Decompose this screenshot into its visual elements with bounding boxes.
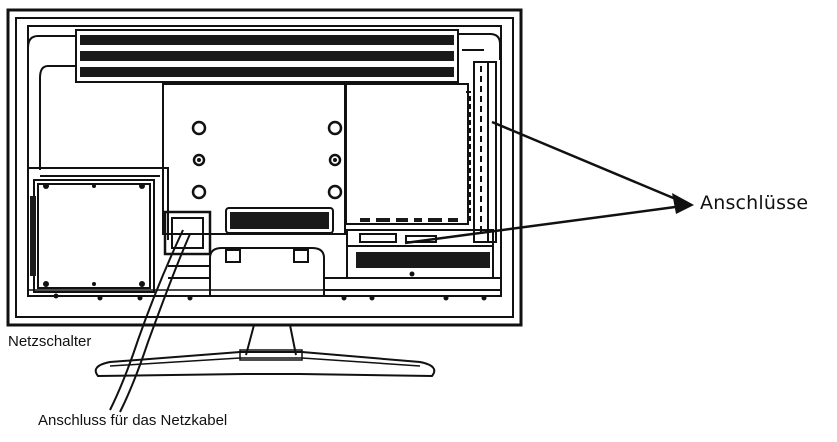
connector-board	[345, 83, 469, 225]
top-vent-slot	[80, 35, 454, 45]
right-top-bracket	[458, 33, 501, 60]
label-power-cable-port: Anschluss für das Netzkabel	[38, 412, 228, 429]
left-channel	[27, 35, 75, 170]
power-cable	[109, 229, 184, 411]
tv-inner-frame	[15, 17, 514, 318]
center-vent-fill	[230, 212, 329, 229]
arrow-head	[672, 193, 694, 214]
tv-outer-frame	[6, 8, 523, 327]
mount-hole	[327, 184, 343, 200]
bottom-channel	[168, 265, 500, 291]
bottom-connector-vent	[356, 252, 490, 268]
power-cable	[119, 233, 191, 413]
mount-hole	[328, 153, 342, 167]
mount-hole	[191, 184, 207, 200]
left-lower-enclosure	[28, 167, 169, 240]
power-socket	[163, 210, 212, 256]
power-switch	[30, 196, 36, 276]
leader-line-connections-top	[491, 120, 691, 207]
label-power-switch: Netzschalter	[8, 333, 92, 350]
bottom-screws	[53, 271, 487, 301]
side-connector-strip	[487, 61, 497, 243]
top-vent-slot	[80, 51, 454, 61]
stand-base	[94, 351, 436, 378]
stand-neck	[209, 247, 325, 296]
mount-hole	[327, 120, 343, 136]
center-vent	[225, 207, 334, 234]
connector-ports-row	[360, 218, 458, 222]
power-supply-inner	[37, 183, 151, 289]
label-connections: Anschlüsse	[700, 192, 809, 214]
leader-line-connections-bottom	[404, 203, 691, 245]
power-supply-panel	[33, 179, 155, 293]
power-panel-screws	[43, 183, 145, 287]
mount-hole	[191, 120, 207, 136]
connector-board-edge	[466, 91, 471, 224]
top-vent-slot	[80, 67, 454, 77]
mount-hole	[192, 153, 206, 167]
mount-holes	[191, 120, 343, 200]
